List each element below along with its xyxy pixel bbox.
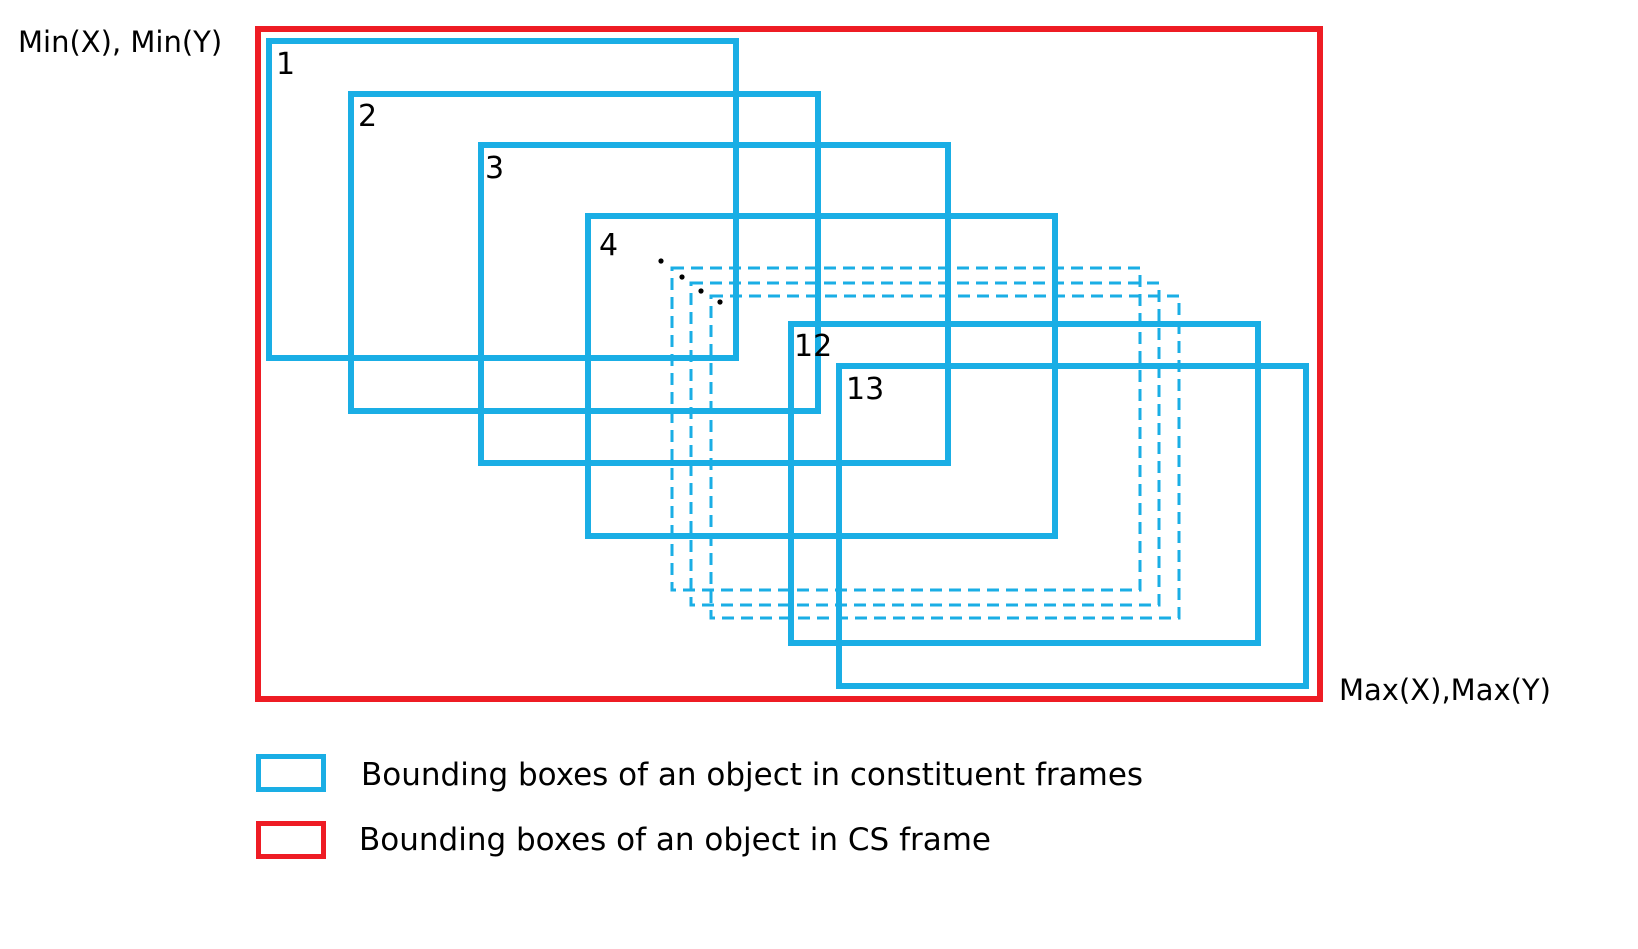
frame-box-13 bbox=[836, 363, 1309, 689]
ellipsis-dot bbox=[698, 288, 704, 294]
ellipsis-dot bbox=[658, 258, 664, 264]
cs-frame-bounding-box bbox=[255, 26, 1323, 702]
frame-number-13: 13 bbox=[846, 372, 885, 407]
max-corner-label: Max(X),Max(Y) bbox=[1339, 673, 1551, 707]
continuation-dots bbox=[658, 258, 723, 305]
ellipsis-dot bbox=[679, 274, 685, 280]
frame-box-dashed-2 bbox=[689, 281, 1161, 607]
legend-swatch-cs bbox=[256, 821, 326, 859]
frame-box-dashed-3 bbox=[709, 294, 1181, 620]
legend-label-constituent: Bounding boxes of an object in constitue… bbox=[361, 757, 1144, 793]
ellipsis-dot bbox=[717, 299, 723, 305]
frame-number-4: 4 bbox=[599, 228, 619, 263]
frame-box-12 bbox=[788, 321, 1261, 646]
legend-swatch-constituent bbox=[256, 754, 326, 792]
frame-box-4 bbox=[585, 213, 1058, 539]
frame-box-2 bbox=[348, 91, 821, 414]
legend-label-cs: Bounding boxes of an object in CS frame bbox=[359, 822, 991, 858]
frame-box-dashed-1 bbox=[670, 266, 1142, 592]
min-corner-label: Min(X), Min(Y) bbox=[18, 25, 223, 59]
frame-number-1: 1 bbox=[276, 47, 296, 82]
frame-box-3 bbox=[478, 142, 951, 466]
frame-box-1 bbox=[266, 38, 739, 361]
frame-number-3: 3 bbox=[485, 151, 505, 186]
frame-number-12: 12 bbox=[794, 329, 833, 364]
frame-number-2: 2 bbox=[358, 99, 378, 134]
